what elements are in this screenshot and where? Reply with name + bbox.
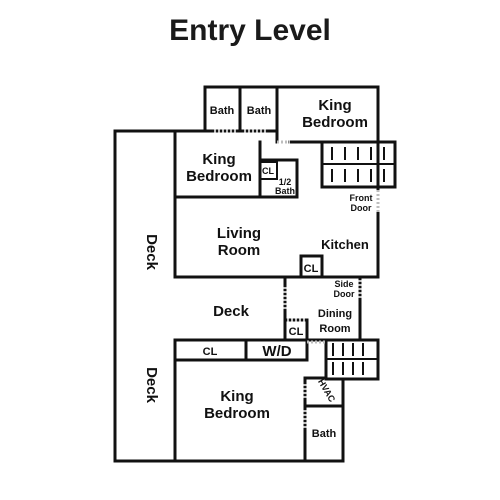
label-living-room-line1: Living [217,225,261,242]
label-king-bedroom-top-left-line2: Bedroom [186,168,252,185]
stairs-bottom-treads [332,343,364,375]
label-living-room-line2: Room [218,242,261,259]
label-kitchen: Kitchen [321,237,369,252]
stairs-top-treads [331,147,385,182]
label-closet-kitchen: CL [304,263,319,275]
label-king-bedroom-bottom-line1: King [220,388,253,405]
label-bath-bottom: Bath [312,428,337,440]
label-deck-center: Deck [213,303,250,320]
closet-kitchen-outline [299,254,324,279]
label-deck-left-lower: Deck [143,367,160,404]
label-half-bath-line1: 1/2 [279,177,292,187]
label-king-bedroom-bottom-line2: Bedroom [204,405,270,422]
label-bath-right: Bath [247,105,272,117]
label-king-bedroom-top-right-line1: King [318,97,351,114]
label-front-door-line2: Door [351,203,372,213]
label-dining-room-line1: Dining [318,308,352,320]
door-openings [214,129,380,428]
page-title: Entry Level [169,14,331,47]
outer-wall-left [113,129,345,463]
label-closet-top: CL [262,166,274,176]
label-closet-bottom: CL [203,346,218,358]
label-bath-left: Bath [210,105,235,117]
label-washer-dryer: W/D [262,343,291,360]
label-king-bedroom-top-right-line2: Bedroom [302,114,368,131]
label-side-door-line2: Door [334,289,355,299]
label-king-bedroom-top-left-line1: King [202,151,235,168]
closet-top-outline [259,161,278,180]
label-closet-dining: CL [289,326,304,338]
label-dining-room-line2: Room [319,323,350,335]
label-front-door-line1: Front [350,193,373,203]
label-side-door-line1: Side [334,279,353,289]
label-deck-left-upper: Deck [143,234,160,271]
label-hvac: HVAC [316,377,337,404]
label-half-bath-line2: Bath [275,186,295,196]
